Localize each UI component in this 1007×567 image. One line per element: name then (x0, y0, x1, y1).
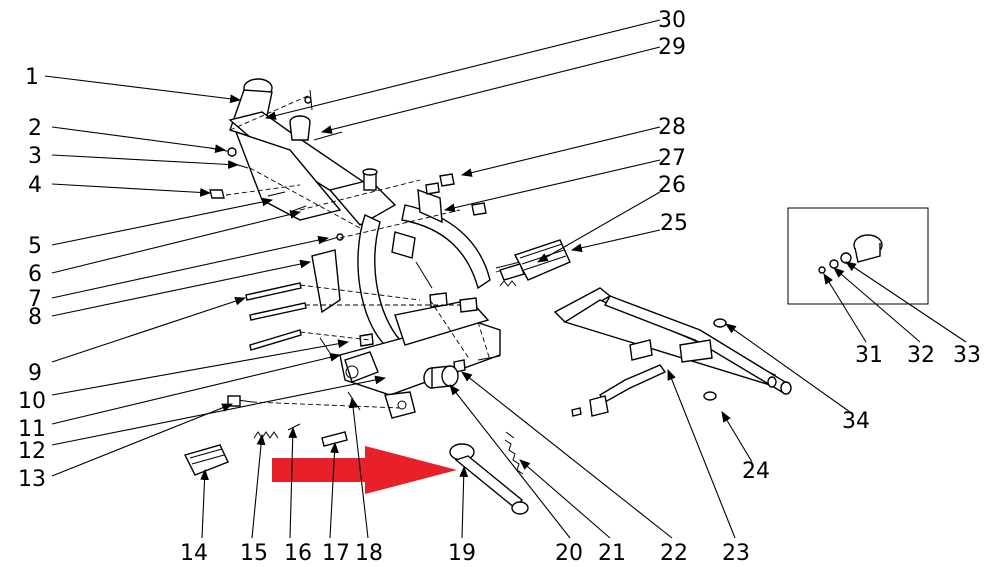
callout-32: 32 (907, 343, 935, 368)
callout-28: 28 (658, 115, 686, 140)
callout-23: 23 (722, 541, 750, 566)
callout-20: 20 (555, 541, 583, 566)
assembly-lines (225, 94, 511, 409)
callout-4: 4 (28, 173, 42, 198)
callout-9: 9 (28, 361, 42, 386)
callout-19: 19 (448, 541, 476, 566)
callout-26: 26 (658, 173, 686, 198)
callout-21: 21 (598, 541, 626, 566)
leader-lines (44, 19, 967, 539)
callout-14: 14 (180, 541, 208, 566)
callout-11: 11 (18, 417, 46, 442)
callout-2: 2 (28, 116, 42, 141)
callout-13: 13 (18, 467, 46, 492)
callout-5: 5 (28, 234, 42, 259)
pivot-bushing (423, 365, 459, 389)
callout-27: 27 (658, 146, 686, 171)
callout-12: 12 (18, 439, 46, 464)
callout-31: 31 (855, 343, 883, 368)
callout-30: 30 (658, 8, 686, 33)
highlight-arrow (272, 446, 457, 494)
frame-fasteners (209, 89, 521, 447)
inset-box (787, 207, 929, 305)
callout-18: 18 (355, 541, 383, 566)
callout-8: 8 (28, 305, 42, 330)
footpeg-right (499, 239, 571, 281)
callout-6: 6 (28, 262, 42, 287)
callout-1: 1 (25, 65, 39, 90)
callout-3: 3 (28, 144, 42, 169)
callout-24: 24 (742, 459, 770, 484)
callout-17: 17 (322, 541, 350, 566)
callout-10: 10 (18, 389, 46, 414)
callout-25: 25 (660, 211, 688, 236)
footpeg-left (183, 444, 229, 476)
callout-29: 29 (658, 35, 686, 60)
kickstand (449, 443, 529, 515)
callout-22: 22 (660, 541, 688, 566)
callout-15: 15 (240, 541, 268, 566)
callout-34: 34 (842, 409, 870, 434)
callout-labels: 1 2 3 4 5 6 7 8 9 10 11 12 13 14 15 16 1… (18, 8, 981, 566)
callout-16: 16 (284, 541, 312, 566)
callout-33: 33 (953, 343, 981, 368)
subframe (553, 287, 792, 417)
callout-7: 7 (28, 287, 42, 312)
